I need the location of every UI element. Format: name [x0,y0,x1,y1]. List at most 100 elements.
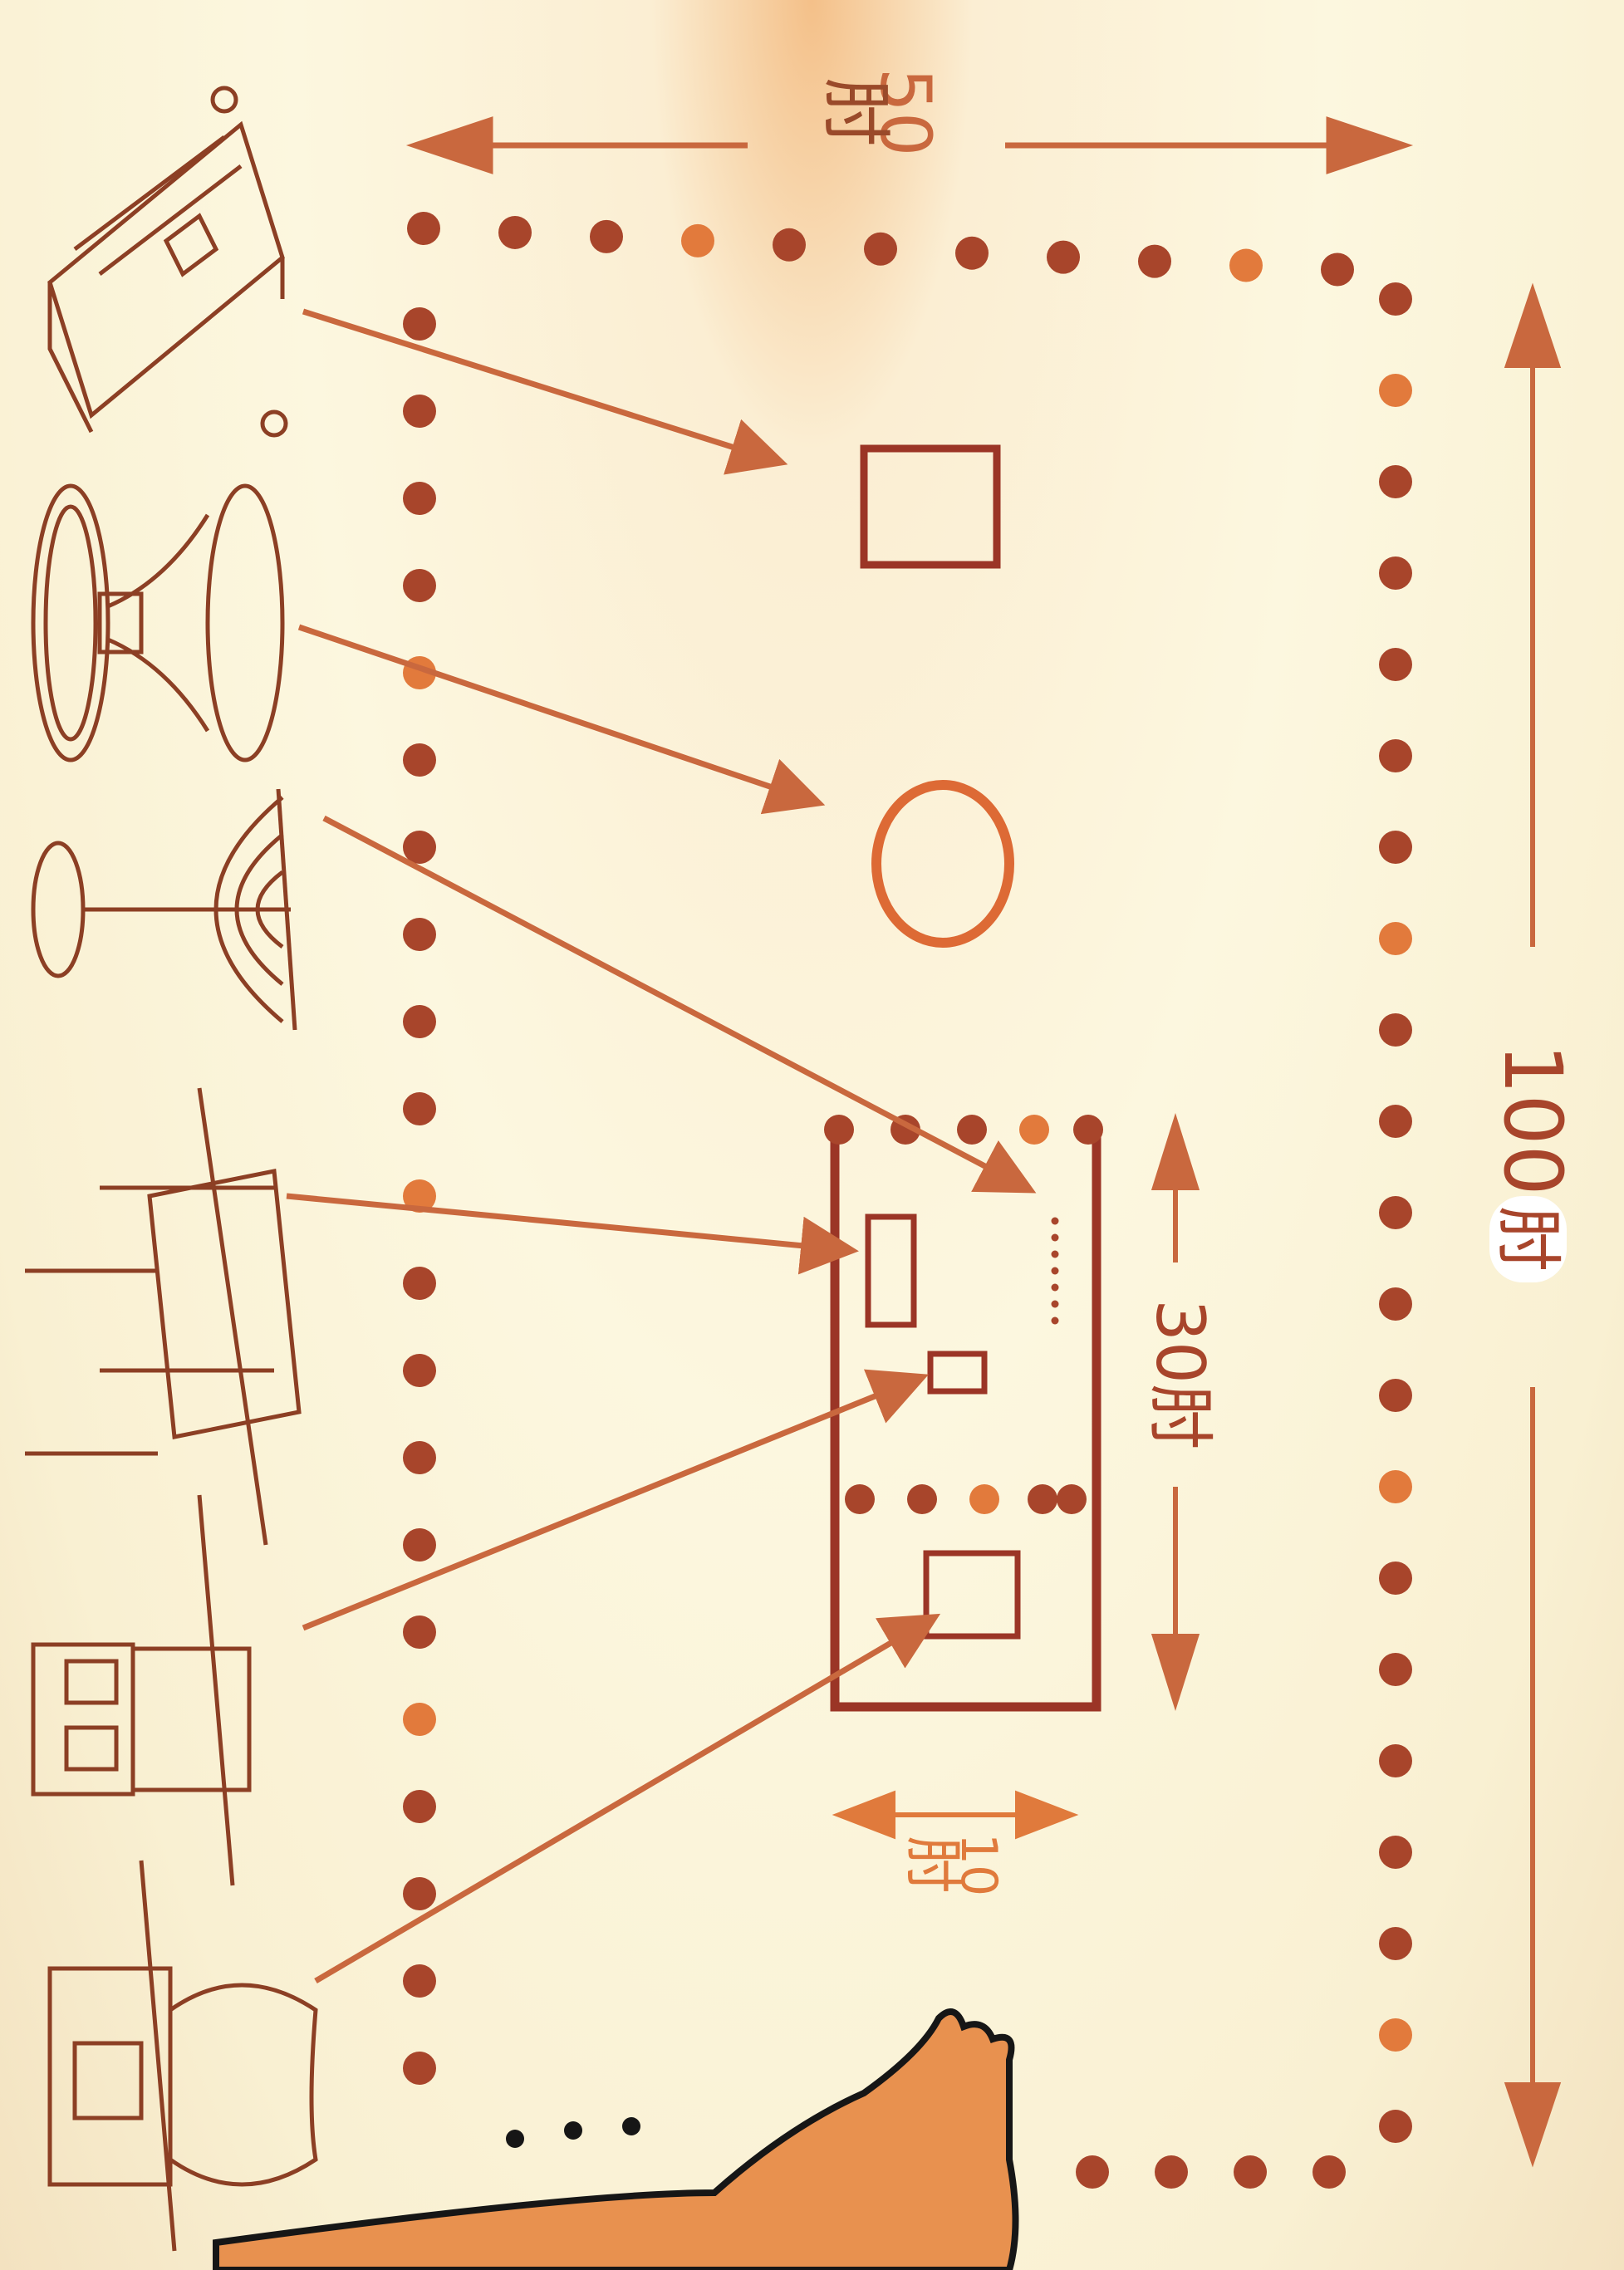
inner-width-unit: 肘 [899,1836,967,1894]
tabernacle-outline [830,1125,1101,1712]
ark-icon [47,1860,318,2252]
court-border-dot [1379,1744,1412,1777]
lampstand-dot [1051,1300,1059,1308]
court-border-dot [403,743,436,777]
court-border-dot [403,1179,436,1213]
incense-altar-symbol [927,1351,988,1395]
court-border-dot [1379,2110,1412,2143]
court-border [403,212,1412,2189]
court-border-dot [1379,1196,1412,1229]
court-border-dot [1379,282,1412,316]
court-border-dot [403,1267,436,1300]
court-border-dot [403,2052,436,2085]
veil-dot [907,1484,937,1514]
tabernacle-dot [1073,1115,1103,1145]
tabernacle-dots [824,1115,1103,1514]
court-border-dot [1379,2018,1412,2052]
ark-pointer-arrow [314,1613,941,1984]
laver-symbol [871,780,1014,948]
lampstand-dot [1051,1267,1059,1275]
court-border-dot [1379,1379,1412,1412]
court-border-dot [403,1964,436,1998]
figure-icon [213,2008,1019,2270]
veil-dot [845,1484,875,1514]
inner-width-dimension-arrow [832,1790,1079,1840]
table-pointer-arrow [286,1193,859,1275]
table-symbol [865,1213,917,1328]
court-border-dot [403,1790,436,1823]
court-border-dot [1379,465,1412,498]
court-border-dot [403,307,436,341]
court-border-dot [1076,2155,1109,2189]
court-border-dot [1047,240,1080,274]
laver-pointer-arrow [297,624,826,815]
court-border-dot [1379,1836,1412,1869]
court-border-dot [403,1005,436,1038]
court-border-dot [403,1877,436,1910]
court-border-dot [1379,922,1412,955]
court-border-dot [1379,1287,1412,1321]
altar-icon [47,86,288,438]
court-border-dot [403,569,436,602]
court-border-dot [403,395,436,428]
court-border-dot [403,1703,436,1736]
court-border-dot [1379,739,1412,772]
court-border-dot [955,236,989,270]
veil-dot [969,1484,999,1514]
tabernacle-dot [824,1115,854,1145]
tabernacle-dot [957,1115,987,1145]
width-dimension-arrow [405,116,1414,174]
pointer-arrows [286,308,1037,1984]
court-border-dot [1229,248,1263,282]
incense-altar-pointer-arrow [302,1369,929,1631]
width-dimension-label: 50 肘 [815,21,946,203]
court-border-dot [1379,1470,1412,1503]
court-border-dot [1321,252,1354,287]
incense-altar-icon [31,1494,252,1886]
court-border-dot [403,1528,436,1562]
inner-width-label: 10 肘 [899,1765,1008,1964]
inner-length-dimension-arrow [1151,1112,1200,1712]
length-dimension-label: 100肘 [1479,1038,1579,1287]
veil-dot [1028,1484,1057,1514]
laver-icon [31,483,285,762]
court-border-dot [864,232,897,266]
court-border-dot [590,219,623,253]
ark-symbol [923,1550,1021,1640]
court-border-dot [1379,831,1412,864]
altar-symbol [860,444,1001,569]
court-border-dot [1379,1653,1412,1686]
lampstand-dot [1051,1250,1059,1258]
court-border-dot [1379,648,1412,681]
lampstand-dot [1051,1283,1059,1292]
court-border-dot [1234,2155,1267,2189]
lampstand-dot [1051,1217,1059,1225]
court-border-dot [681,223,714,257]
court-border-dot [1155,2155,1188,2189]
court-border-dot [403,1354,436,1387]
lampstand-icon [31,788,297,1031]
court-border-dot [773,228,806,262]
inner-length-label: 30肘 [1141,1299,1219,1450]
court-border-dot [1138,244,1171,278]
table-icon [25,1087,302,1546]
lampstand-dot [1051,1316,1059,1325]
court-border-dot [403,831,436,864]
lampstand-dot [1051,1233,1059,1242]
court-border-dot [403,918,436,951]
court-border-dot [1379,1013,1412,1047]
court-border-dot [498,215,532,249]
court-border-dot [1379,374,1412,407]
length-number: 100 [1486,1043,1579,1196]
court-border-dot [1379,1105,1412,1138]
altar-pointer-arrow [302,308,788,475]
court-border-dot [1312,2155,1346,2189]
court-border-dot [403,1441,436,1474]
length-unit: 肘 [1489,1195,1567,1282]
court-border-dot [1379,1927,1412,1960]
width-unit: 肘 [815,76,896,147]
court-border-dot [403,1092,436,1125]
court-border-dot [403,482,436,515]
length-dimension-arrow [1504,282,1562,2168]
